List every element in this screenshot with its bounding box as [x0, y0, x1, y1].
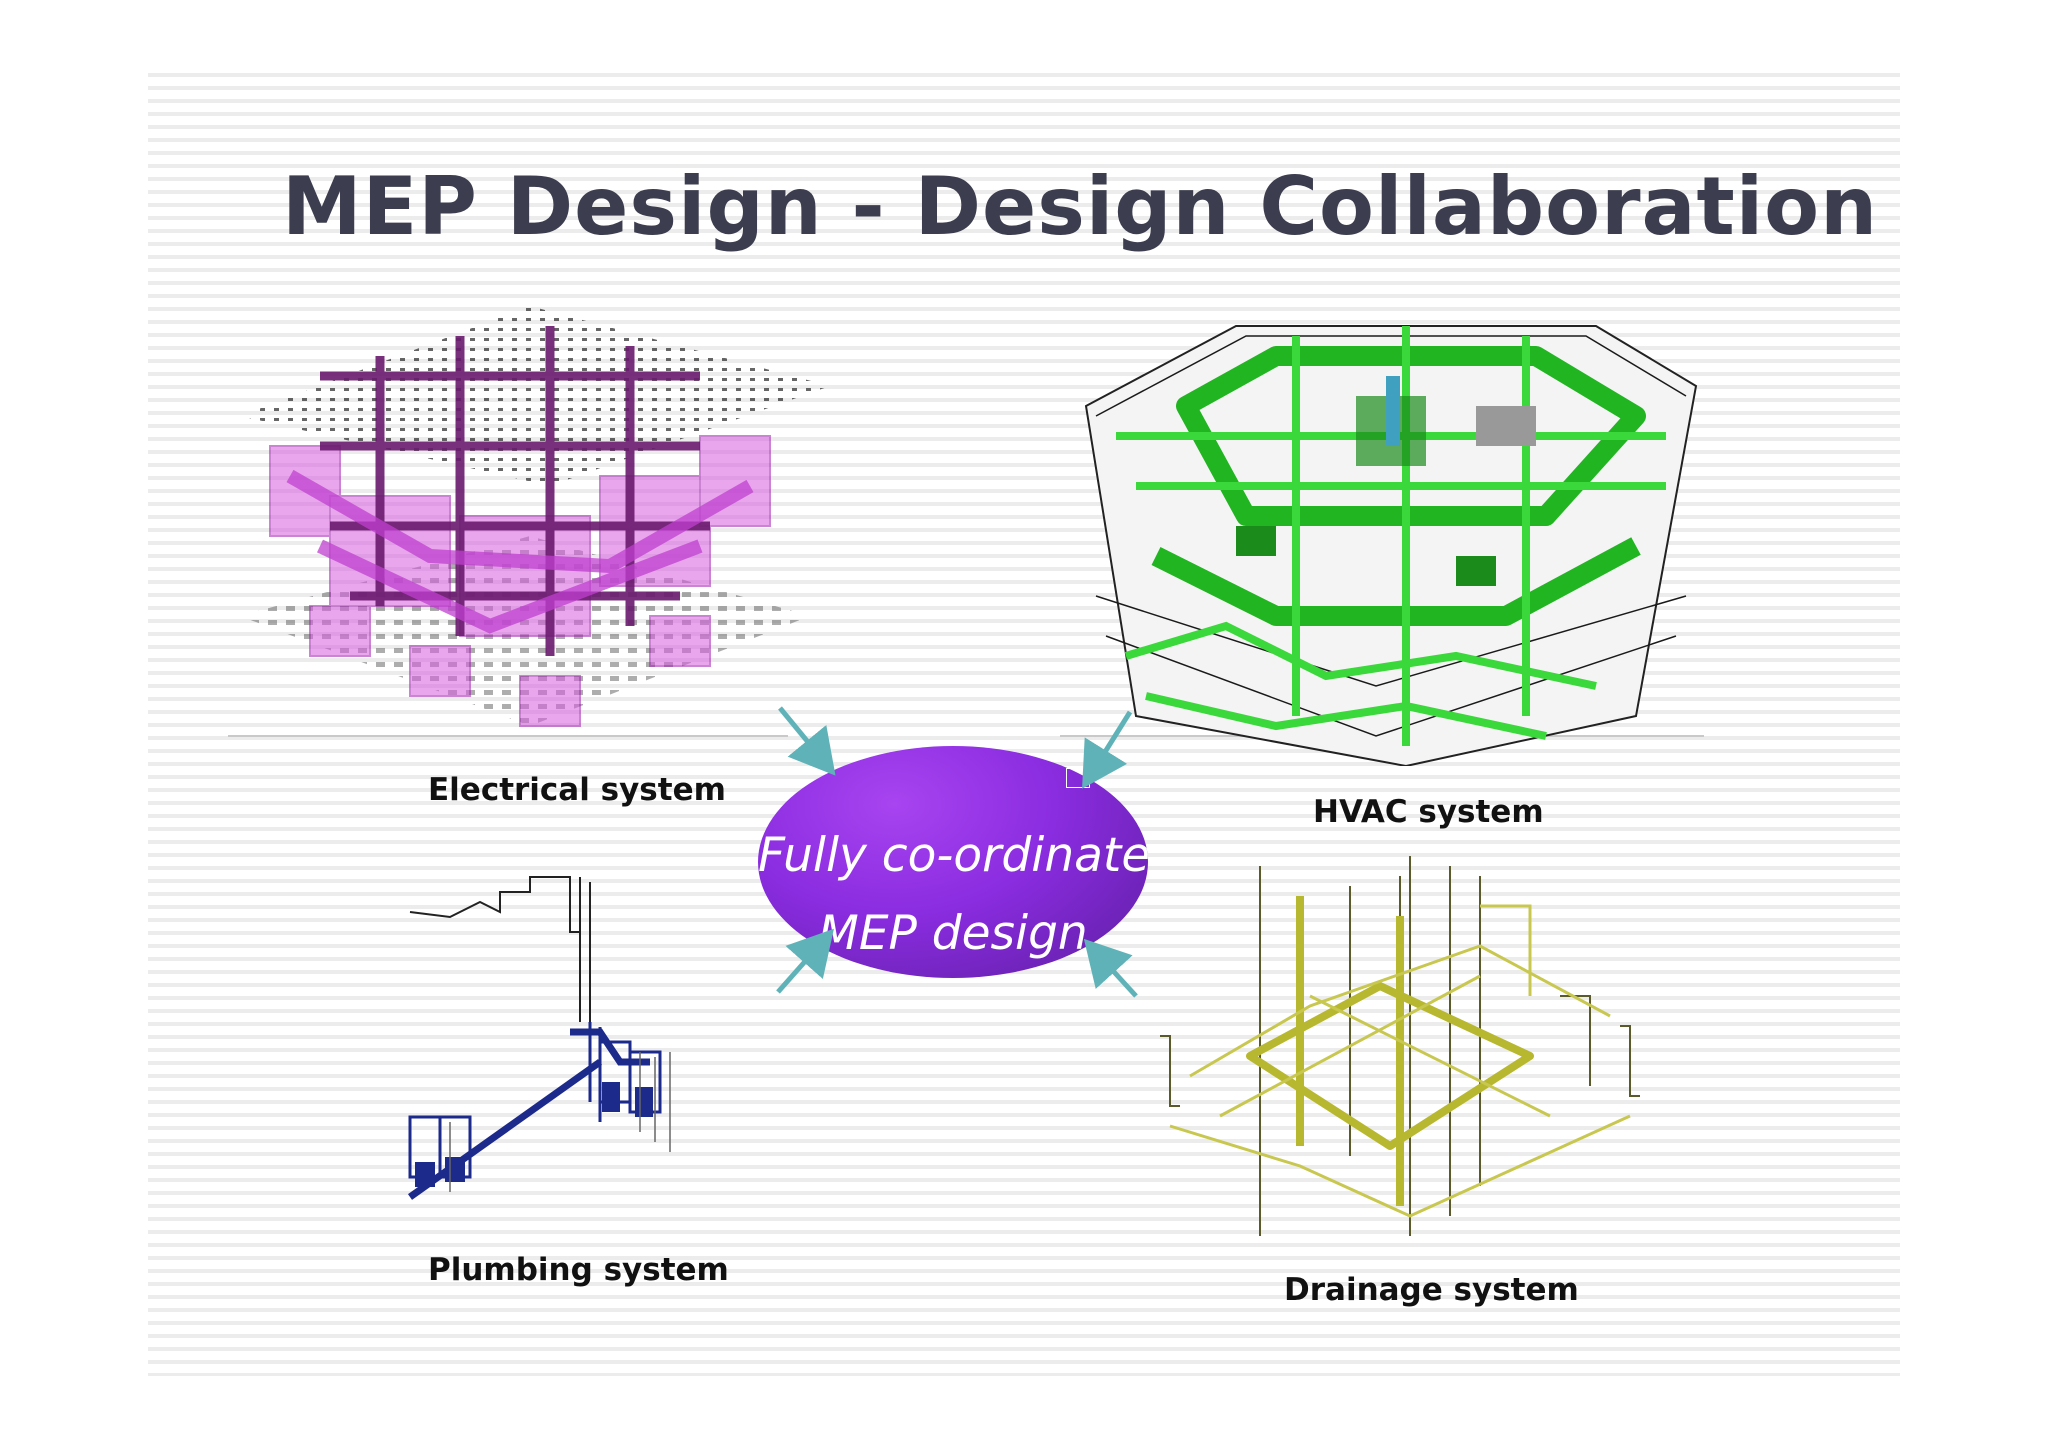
- plumbing-system-image: [407, 876, 671, 1200]
- drainage-system-label: Drainage system: [1284, 1272, 1579, 1308]
- hvac-system-image: [1084, 325, 1698, 766]
- drainage-system-image: [1160, 856, 1640, 1236]
- center-text-line1: Fully co-ordinated: [758, 828, 1148, 883]
- selection-marker: [1066, 768, 1090, 788]
- plumbing-system-label: Plumbing system: [428, 1252, 729, 1288]
- divider-left: [228, 735, 788, 737]
- electrical-system-image: [240, 306, 830, 727]
- hvac-system-label: HVAC system: [1313, 794, 1544, 830]
- center-text-line2: MEP design: [818, 906, 1088, 961]
- slide-title: MEP Design - Design Collaboration: [282, 160, 1879, 253]
- electrical-system-label: Electrical system: [428, 772, 726, 808]
